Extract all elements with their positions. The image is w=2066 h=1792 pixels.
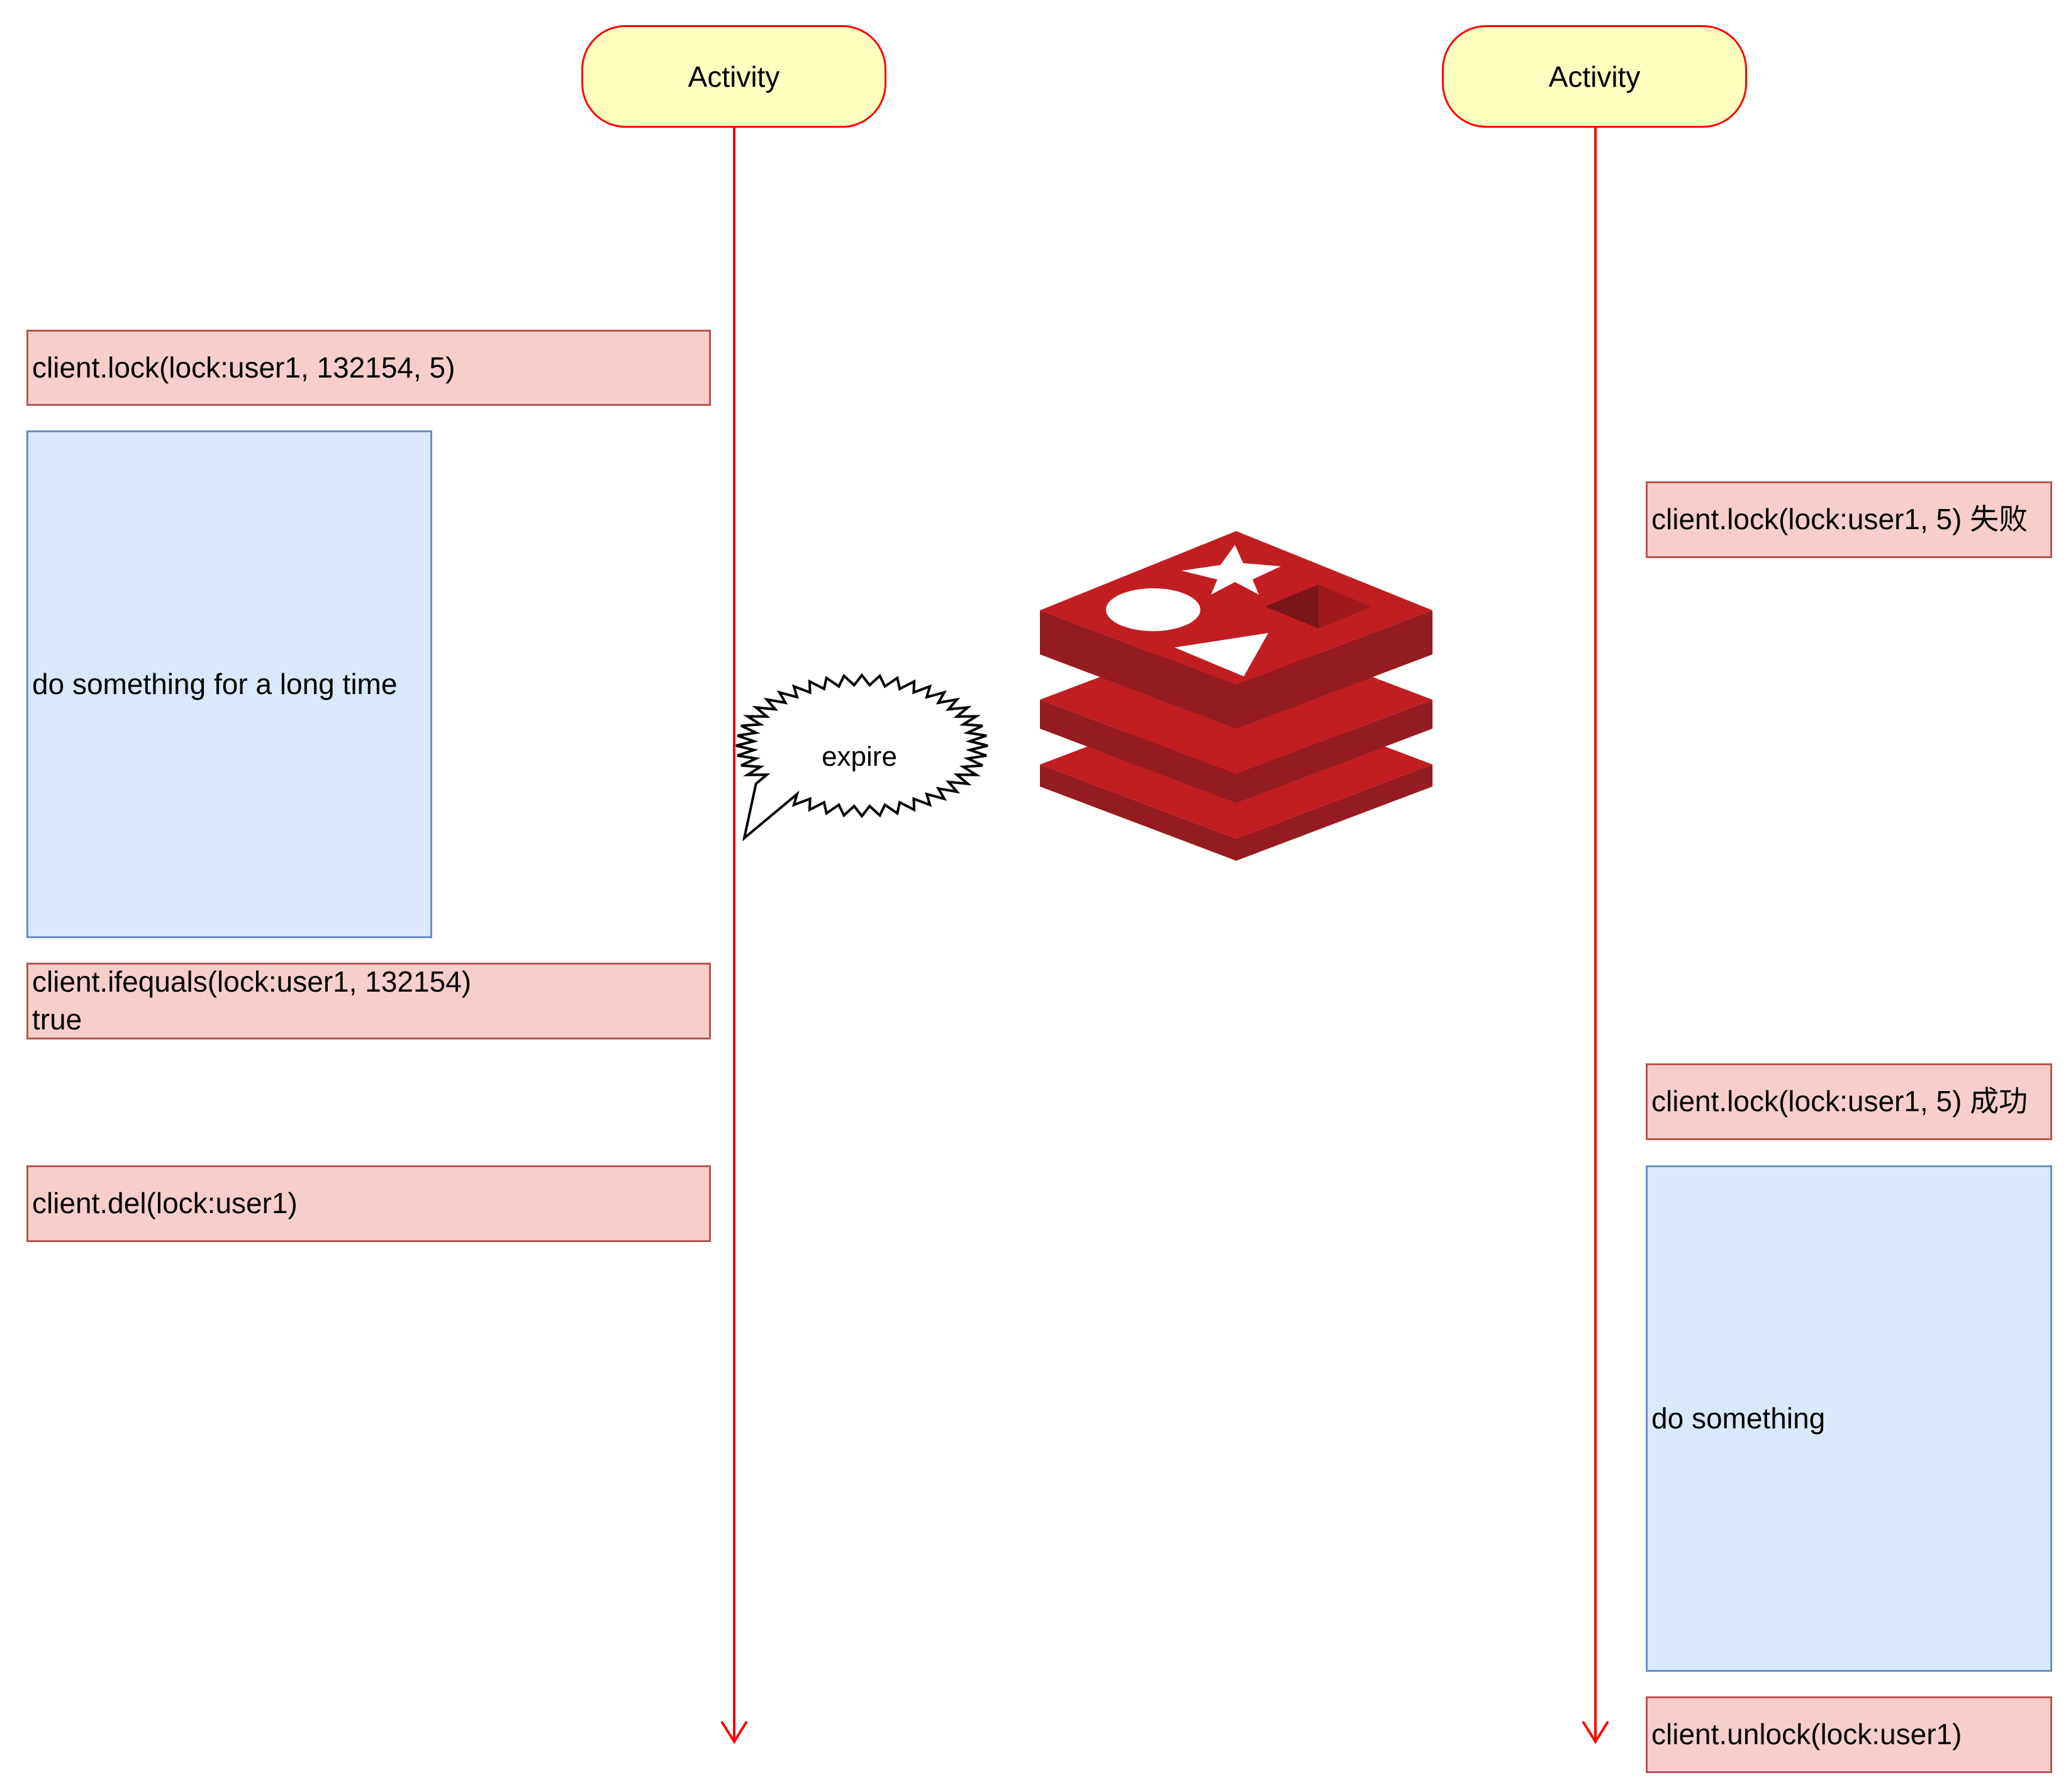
note-left-work-text: do something for a long time [32,667,398,700]
note-left-del-text: client.del(lock:user1) [32,1187,298,1220]
lifeline-right-arrowhead [1582,1720,1609,1744]
note-right-work[interactable]: do something [1646,1165,2052,1672]
note-right-lock-fail-text: client.lock(lock:user1, 5) 失败 [1651,503,2028,536]
note-left-del[interactable]: client.del(lock:user1) [26,1165,711,1242]
note-right-work-text: do something [1651,1401,1826,1435]
note-right-lock-fail[interactable]: client.lock(lock:user1, 5) 失败 [1646,481,2052,558]
lifeline-right-head[interactable]: Activity [1442,25,1747,128]
lifeline-left-head[interactable]: Activity [581,25,886,128]
lifeline-left-label: Activity [688,60,780,93]
note-left-lock-text: client.lock(lock:user1, 132154, 5) [32,350,455,384]
expire-callout-label: expire [822,741,897,772]
note-right-unlock-text: client.unlock(lock:user1) [1651,1718,1962,1751]
lifeline-left-arrowhead [720,1720,748,1744]
expire-callout-shape [735,673,988,842]
note-right-lock-success[interactable]: client.lock(lock:user1, 5) 成功 [1646,1063,2052,1140]
note-left-ifequals-text: client.ifequals(lock:user1, 132154) true [32,965,472,1036]
note-left-ifequals[interactable]: client.ifequals(lock:user1, 132154) true [26,963,711,1039]
redis-logo-icon [1040,531,1432,861]
note-left-work[interactable]: do something for a long time [26,430,432,938]
note-right-unlock[interactable]: client.unlock(lock:user1) [1646,1696,2052,1773]
note-right-lock-success-text: client.lock(lock:user1, 5) 成功 [1651,1085,2028,1118]
lifeline-right-label: Activity [1548,60,1641,93]
note-left-lock[interactable]: client.lock(lock:user1, 132154, 5) [26,330,711,406]
